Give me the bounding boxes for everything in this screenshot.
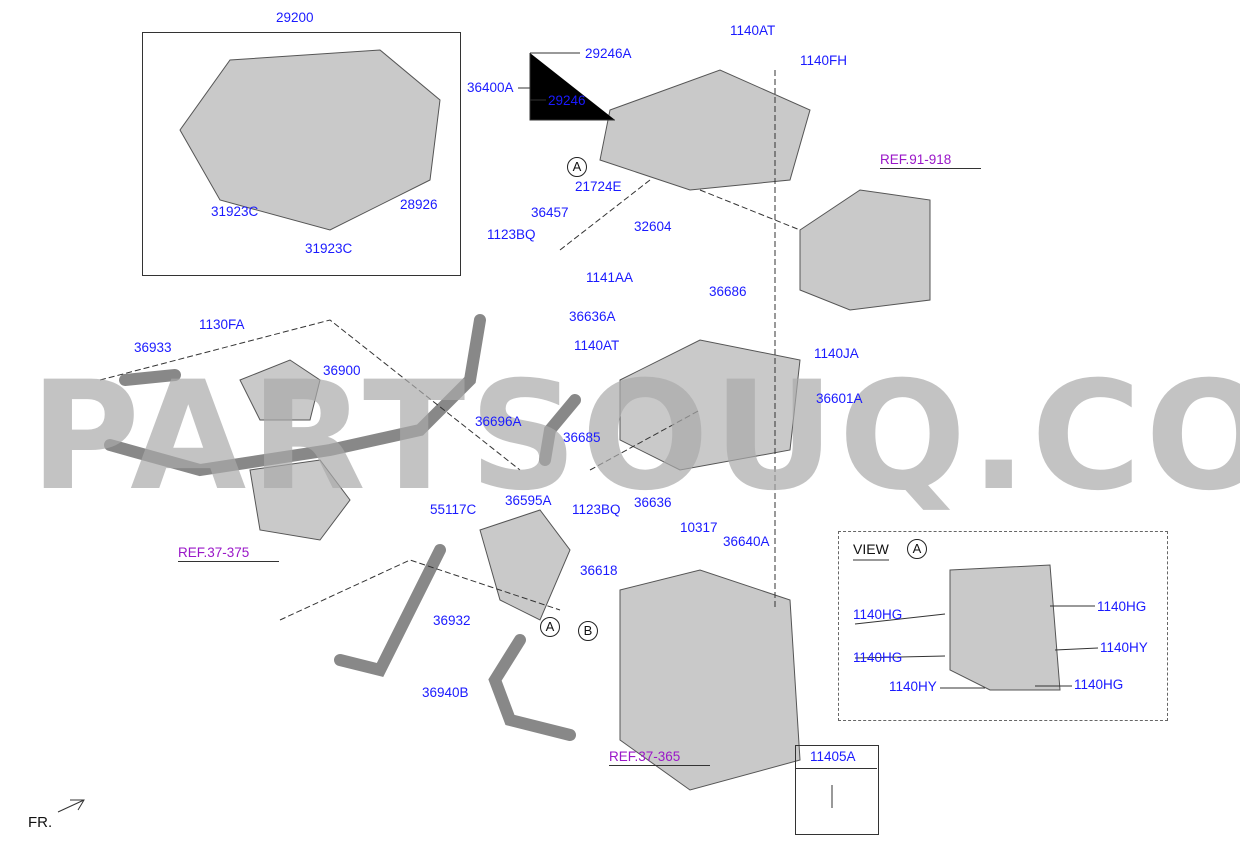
part-label[interactable]: 1130FA	[199, 317, 245, 332]
reference-link[interactable]: REF.37-375	[178, 545, 280, 562]
part-label[interactable]: 1140FH	[800, 53, 848, 68]
part-label[interactable]: 36685	[563, 430, 601, 445]
part-label[interactable]: 1123BQ	[572, 502, 621, 517]
part-label[interactable]: 28926	[400, 197, 438, 212]
view-part-label[interactable]: 1140HY	[889, 679, 937, 694]
hose-36940b	[488, 634, 576, 741]
reference-link[interactable]: REF.91-918	[880, 152, 982, 169]
part-label[interactable]: 36940B	[422, 685, 469, 700]
part-label[interactable]: 10317	[680, 520, 718, 535]
view-callout-circle: A	[907, 539, 927, 559]
callout-circle: A	[567, 157, 587, 177]
part-label[interactable]: 29246A	[585, 46, 632, 61]
view-a-box	[838, 531, 1168, 721]
view-title-text: VIEW	[853, 541, 889, 557]
view-part-label[interactable]: 1140HG	[1097, 599, 1147, 614]
reference-link[interactable]: REF.37-365	[609, 749, 711, 766]
part-label[interactable]: 36595A	[505, 493, 552, 508]
inset-box-11405a	[795, 745, 879, 835]
engine-cover-group-box	[142, 32, 461, 276]
view-a-housing	[949, 564, 1061, 691]
mount-bracket	[479, 509, 571, 621]
part-label[interactable]: 36636	[634, 495, 672, 510]
part-label[interactable]: 32604	[634, 219, 672, 234]
part-label[interactable]: 31923C	[305, 241, 353, 256]
hose-36696a	[539, 394, 581, 466]
part-label[interactable]: 36933	[134, 340, 172, 355]
part-label[interactable]: 36932	[433, 613, 471, 628]
part-label[interactable]: 36601A	[816, 391, 863, 406]
part-label[interactable]: 1123BQ	[487, 227, 536, 242]
view-part-label[interactable]: 1140HY	[1100, 640, 1148, 655]
part-label[interactable]: 36640A	[723, 534, 770, 549]
callout-circle: B	[578, 621, 598, 641]
view-part-label[interactable]: 1140HG	[853, 650, 903, 665]
front-direction-label: FR.	[28, 814, 53, 831]
view-title: VIEW	[853, 541, 889, 561]
part-label[interactable]: 31923C	[211, 204, 259, 219]
part-label[interactable]: 36457	[531, 205, 569, 220]
hose-main	[104, 314, 486, 477]
part-label[interactable]: 29200	[276, 10, 314, 25]
hose-36932	[334, 544, 446, 677]
valve-assembly	[249, 459, 351, 541]
part-label[interactable]: 55117C	[430, 502, 477, 517]
view-part-label[interactable]: 1140HG	[853, 607, 903, 622]
part-label[interactable]: 1141AA	[586, 270, 634, 285]
callout-circle: A	[540, 617, 560, 637]
part-label[interactable]: 1140JA	[814, 346, 859, 361]
inverter-lower	[619, 339, 801, 471]
part-label[interactable]: 1140AT	[730, 23, 776, 38]
water-pump	[239, 359, 321, 421]
view-part-label[interactable]: 1140HG	[1074, 677, 1124, 692]
inset-divider	[795, 768, 877, 769]
reducer-motor	[619, 569, 801, 791]
hose-36933	[119, 369, 181, 386]
part-label[interactable]: 36686	[709, 284, 747, 299]
engine-cover	[179, 49, 441, 231]
inset-part-label[interactable]: 11405A	[810, 749, 856, 764]
part-label[interactable]: 36618	[580, 563, 618, 578]
part-label[interactable]: 36636A	[569, 309, 616, 324]
part-label[interactable]: 36400A	[467, 80, 514, 95]
obc-unit	[799, 189, 931, 311]
part-label[interactable]: 36900	[323, 363, 361, 378]
part-label[interactable]: 29246	[548, 93, 586, 108]
part-label[interactable]: 36696A	[475, 414, 522, 429]
part-label[interactable]: 21724E	[575, 179, 622, 194]
inverter-upper	[599, 69, 811, 191]
part-label[interactable]: 1140AT	[574, 338, 620, 353]
